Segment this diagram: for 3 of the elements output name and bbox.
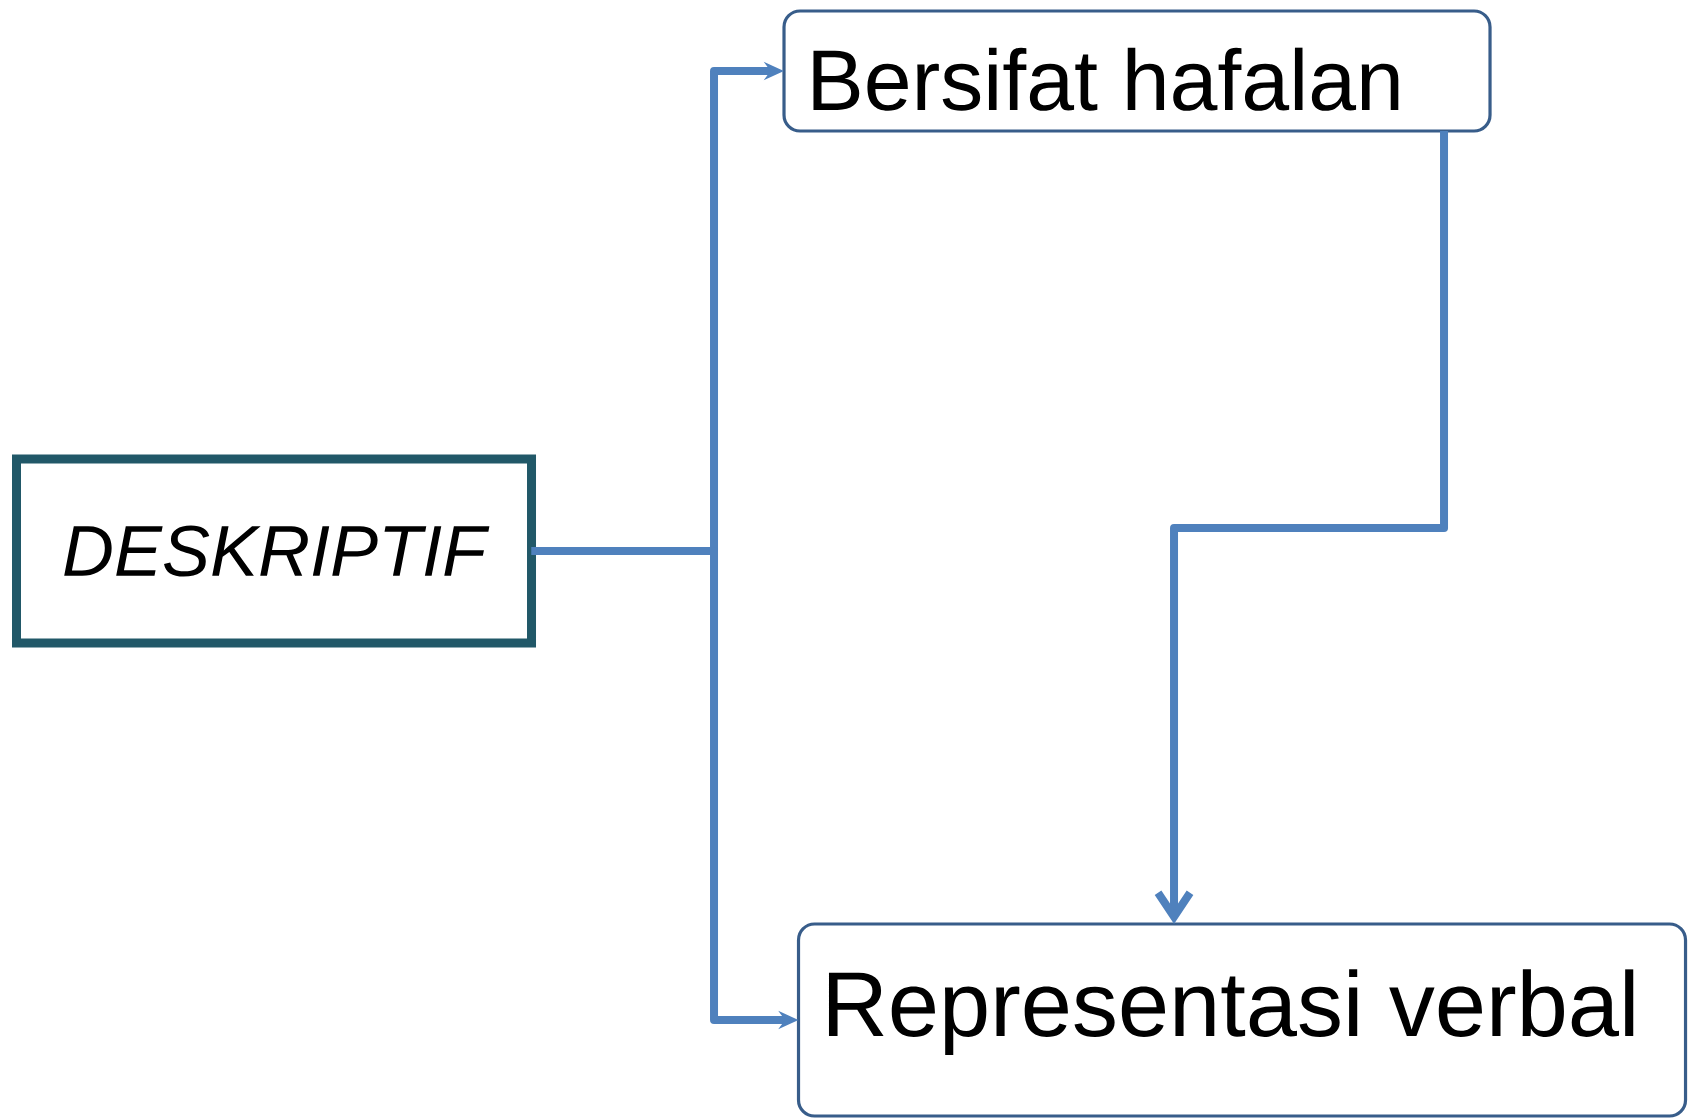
process-box: DESKRIPTIF bbox=[12, 454, 536, 648]
process-box: Bersifat hafalan bbox=[782, 9, 1492, 133]
process-box: Representasi verbal bbox=[796, 922, 1688, 1118]
